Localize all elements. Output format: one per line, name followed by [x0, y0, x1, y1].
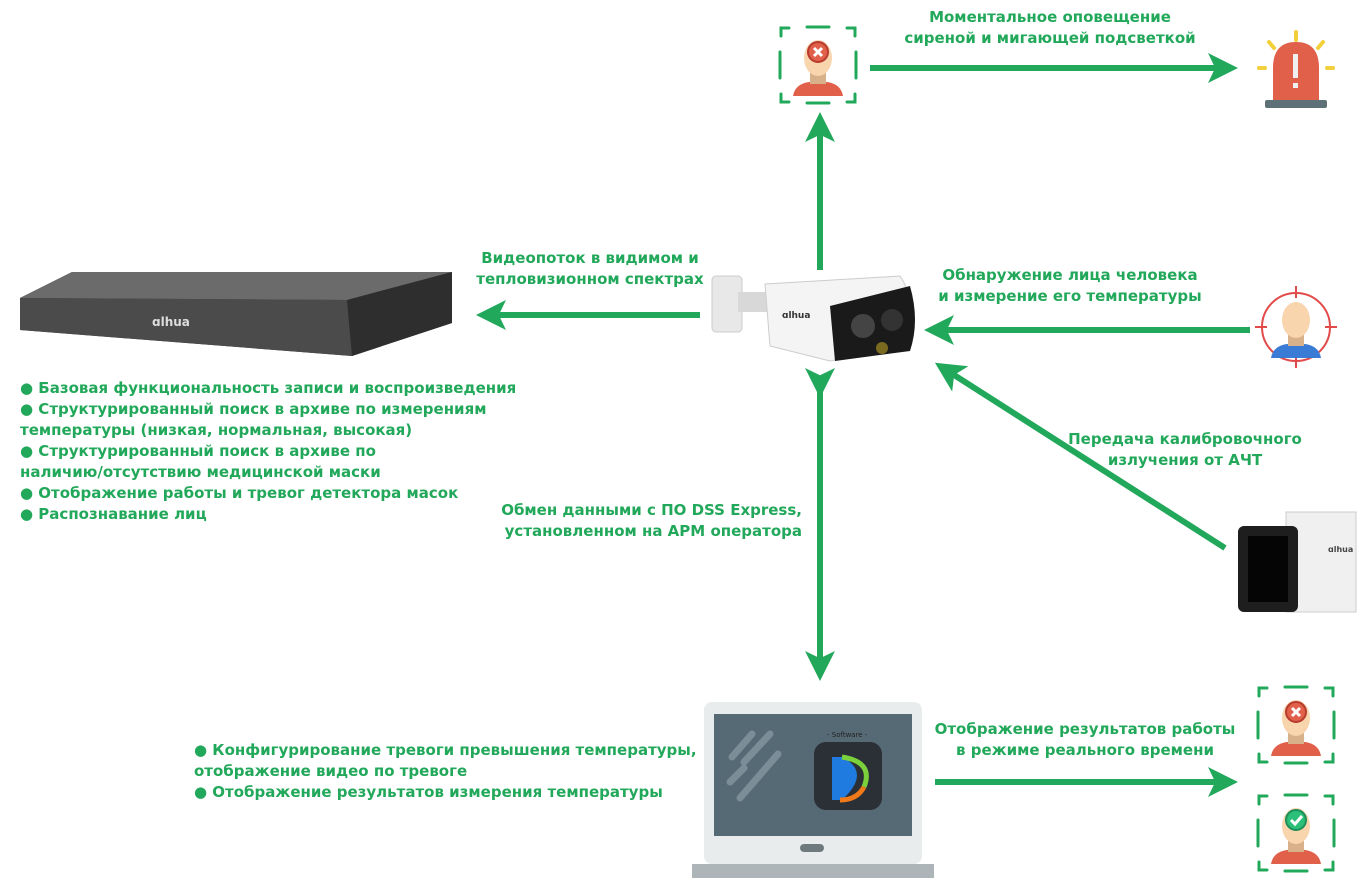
- nvr-feature: температуры (низкая, нормальная, высокая…: [20, 421, 413, 439]
- alarm-label-line1: Моментальное оповещение: [929, 8, 1171, 26]
- face-ok-result-icon: [1255, 792, 1337, 878]
- dss-label-line2: установленном на АРМ оператора: [504, 522, 802, 540]
- alarm-notification-label: Моментальное оповещение сиреной и мигающ…: [880, 7, 1220, 49]
- dss-exchange-label: Обмен данными с ПО DSS Express, установл…: [470, 500, 802, 542]
- thermal-camera-image: ɑlhua: [711, 275, 915, 362]
- nvr-feature-list: ● Базовая функциональность записи и восп…: [20, 378, 540, 525]
- nvr-recorder-image: ɑlhua: [20, 272, 452, 356]
- blackbody-calibrator-image: ɑlhua: [1238, 511, 1357, 613]
- dss-feature-list: ● Конфигурирование тревоги превышения те…: [194, 740, 714, 803]
- siren-alarm-icon: [1257, 30, 1335, 108]
- svg-text:ɑlhua: ɑlhua: [1328, 545, 1353, 554]
- detect-label-line1: Обнаружение лица человека: [942, 266, 1198, 284]
- face-target-icon: [1255, 286, 1337, 372]
- arrow-blackbody-to-camera: [934, 362, 1227, 551]
- detect-label-line2: и измерение его температуры: [938, 287, 1202, 305]
- dss-feature: ● Конфигурирование тревоги превышения те…: [194, 741, 697, 759]
- nvr-feature: ● Распознавание лиц: [20, 505, 207, 523]
- results-label-line2: в режиме реального времени: [956, 741, 1214, 759]
- face-alarm-result-icon: [1255, 684, 1337, 770]
- results-label: Отображение результатов работы в режиме …: [920, 719, 1250, 761]
- nvr-feature: ● Базовая функциональность записи и восп…: [20, 379, 517, 397]
- dss-feature: ● Отображение результатов измерения темп…: [194, 783, 663, 801]
- nvr-feature: ● Отображение работы и тревог детектора …: [20, 484, 459, 502]
- alarm-label-line2: сиреной и мигающей подсветкой: [904, 29, 1196, 47]
- face-detection-label: Обнаружение лица человека и измерение ег…: [920, 265, 1220, 307]
- results-label-line1: Отображение результатов работы: [934, 720, 1236, 738]
- nvr-feature: ● Структурированный поиск в архиве по: [20, 442, 376, 460]
- calib-label-line2: излучения от АЧТ: [1107, 451, 1263, 469]
- calib-label-line1: Передача калибровочного: [1068, 430, 1302, 448]
- video-label-line1: Видеопоток в видимом и: [481, 249, 699, 267]
- dss-label-line1: Обмен данными с ПО DSS Express,: [501, 501, 802, 519]
- nvr-feature: наличию/отсутствию медицинской маски: [20, 463, 381, 481]
- face-alarm-icon: [777, 24, 859, 110]
- svg-text:ɑlhua: ɑlhua: [152, 315, 190, 329]
- video-label-line2: тепловизионном спектрах: [476, 270, 704, 288]
- svg-text:- Software -: - Software -: [827, 731, 868, 739]
- svg-text:ɑlhua: ɑlhua: [782, 311, 810, 321]
- calibration-label: Передача калибровочного излучения от АЧТ: [1050, 429, 1320, 471]
- nvr-feature: ● Структурированный поиск в архиве по из…: [20, 400, 487, 418]
- laptop-dss-express-image: - Software -: [692, 702, 934, 878]
- dss-feature: отображение видео по тревоге: [194, 762, 468, 780]
- video-stream-label: Видеопоток в видимом и тепловизионном сп…: [450, 248, 730, 290]
